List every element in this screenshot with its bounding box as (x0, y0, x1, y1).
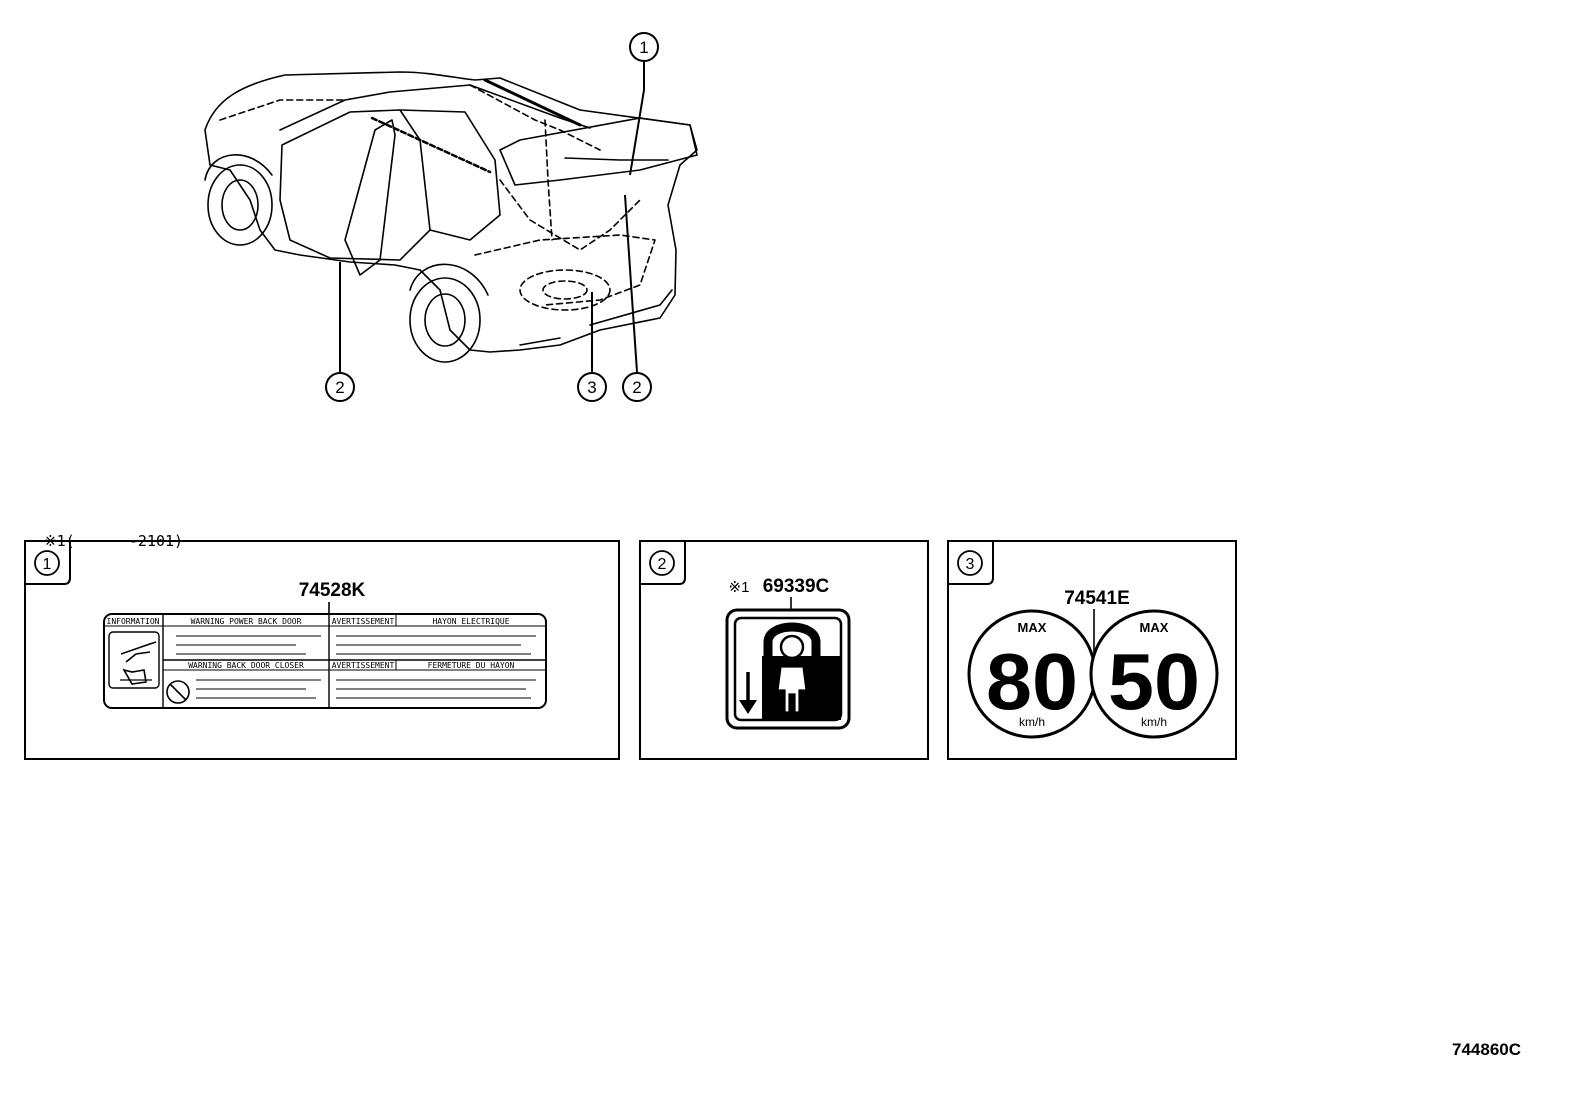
callout-1: 1 (629, 32, 659, 62)
panel-3-drawing: 3 74541E MAX 80 km/h MAX 50 km/h (949, 542, 1219, 739)
max-label: MAX (1140, 620, 1169, 635)
label-heading: WARNING POWER BACK DOOR (191, 617, 302, 626)
part-number: 74528K (299, 580, 366, 601)
label-heading: AVERTISSEMENT (332, 617, 395, 626)
callout-2-left: 2 (325, 372, 355, 402)
panel-number: 1 (43, 556, 52, 573)
label-heading: INFORMATION (107, 617, 160, 626)
panel-1-drawing: 1 74528K INFORMATION WARNING POWER BACK … (26, 542, 547, 709)
panel-number: 2 (658, 556, 667, 573)
speed-unit: km/h (1019, 715, 1045, 729)
speed-value: 80 (986, 637, 1078, 726)
label-heading: AVERTISSEMENT (332, 661, 395, 670)
no-hand-icon (166, 680, 190, 704)
label-heading: HAYON ELECTRIQUE (432, 617, 509, 626)
callout-label: 1 (639, 38, 648, 57)
callout-label: 2 (335, 378, 344, 397)
panel-3: 3 74541E MAX 80 km/h MAX 50 km/h (947, 540, 1237, 760)
callout-3: 3 (577, 372, 607, 402)
speed-sign-80: MAX 80 km/h (967, 609, 1097, 739)
child-lock-icon (725, 608, 851, 730)
callout-label: 3 (587, 378, 596, 397)
warning-label-74528K: INFORMATION WARNING POWER BACK DOOR AVER… (103, 613, 547, 709)
speed-unit: km/h (1141, 715, 1167, 729)
panel-1: 1 74528K INFORMATION WARNING POWER BACK … (24, 540, 620, 760)
vehicle-illustration: 1 2 3 2 (204, 32, 698, 402)
label-heading: FERMETURE DU HAYON (428, 661, 515, 670)
panel-number: 3 (966, 556, 975, 573)
max-label: MAX (1018, 620, 1047, 635)
panel-2-drawing: 2 ※1 69339C (641, 542, 851, 730)
hand-warning-icon (108, 631, 160, 689)
panel-2: 2 ※1 69339C (639, 540, 929, 760)
part-number: 69339C (763, 576, 830, 597)
label-heading: WARNING BACK DOOR CLOSER (188, 661, 304, 670)
part-number: 74541E (1064, 588, 1130, 609)
callout-label: 2 (632, 378, 641, 397)
note-symbol: ※1 (729, 579, 750, 596)
speed-sign-50: MAX 50 km/h (1089, 609, 1219, 739)
speed-value: 50 (1108, 637, 1200, 726)
callout-2-right: 2 (622, 372, 652, 402)
diagram-code: 744860C (1452, 1040, 1522, 1059)
